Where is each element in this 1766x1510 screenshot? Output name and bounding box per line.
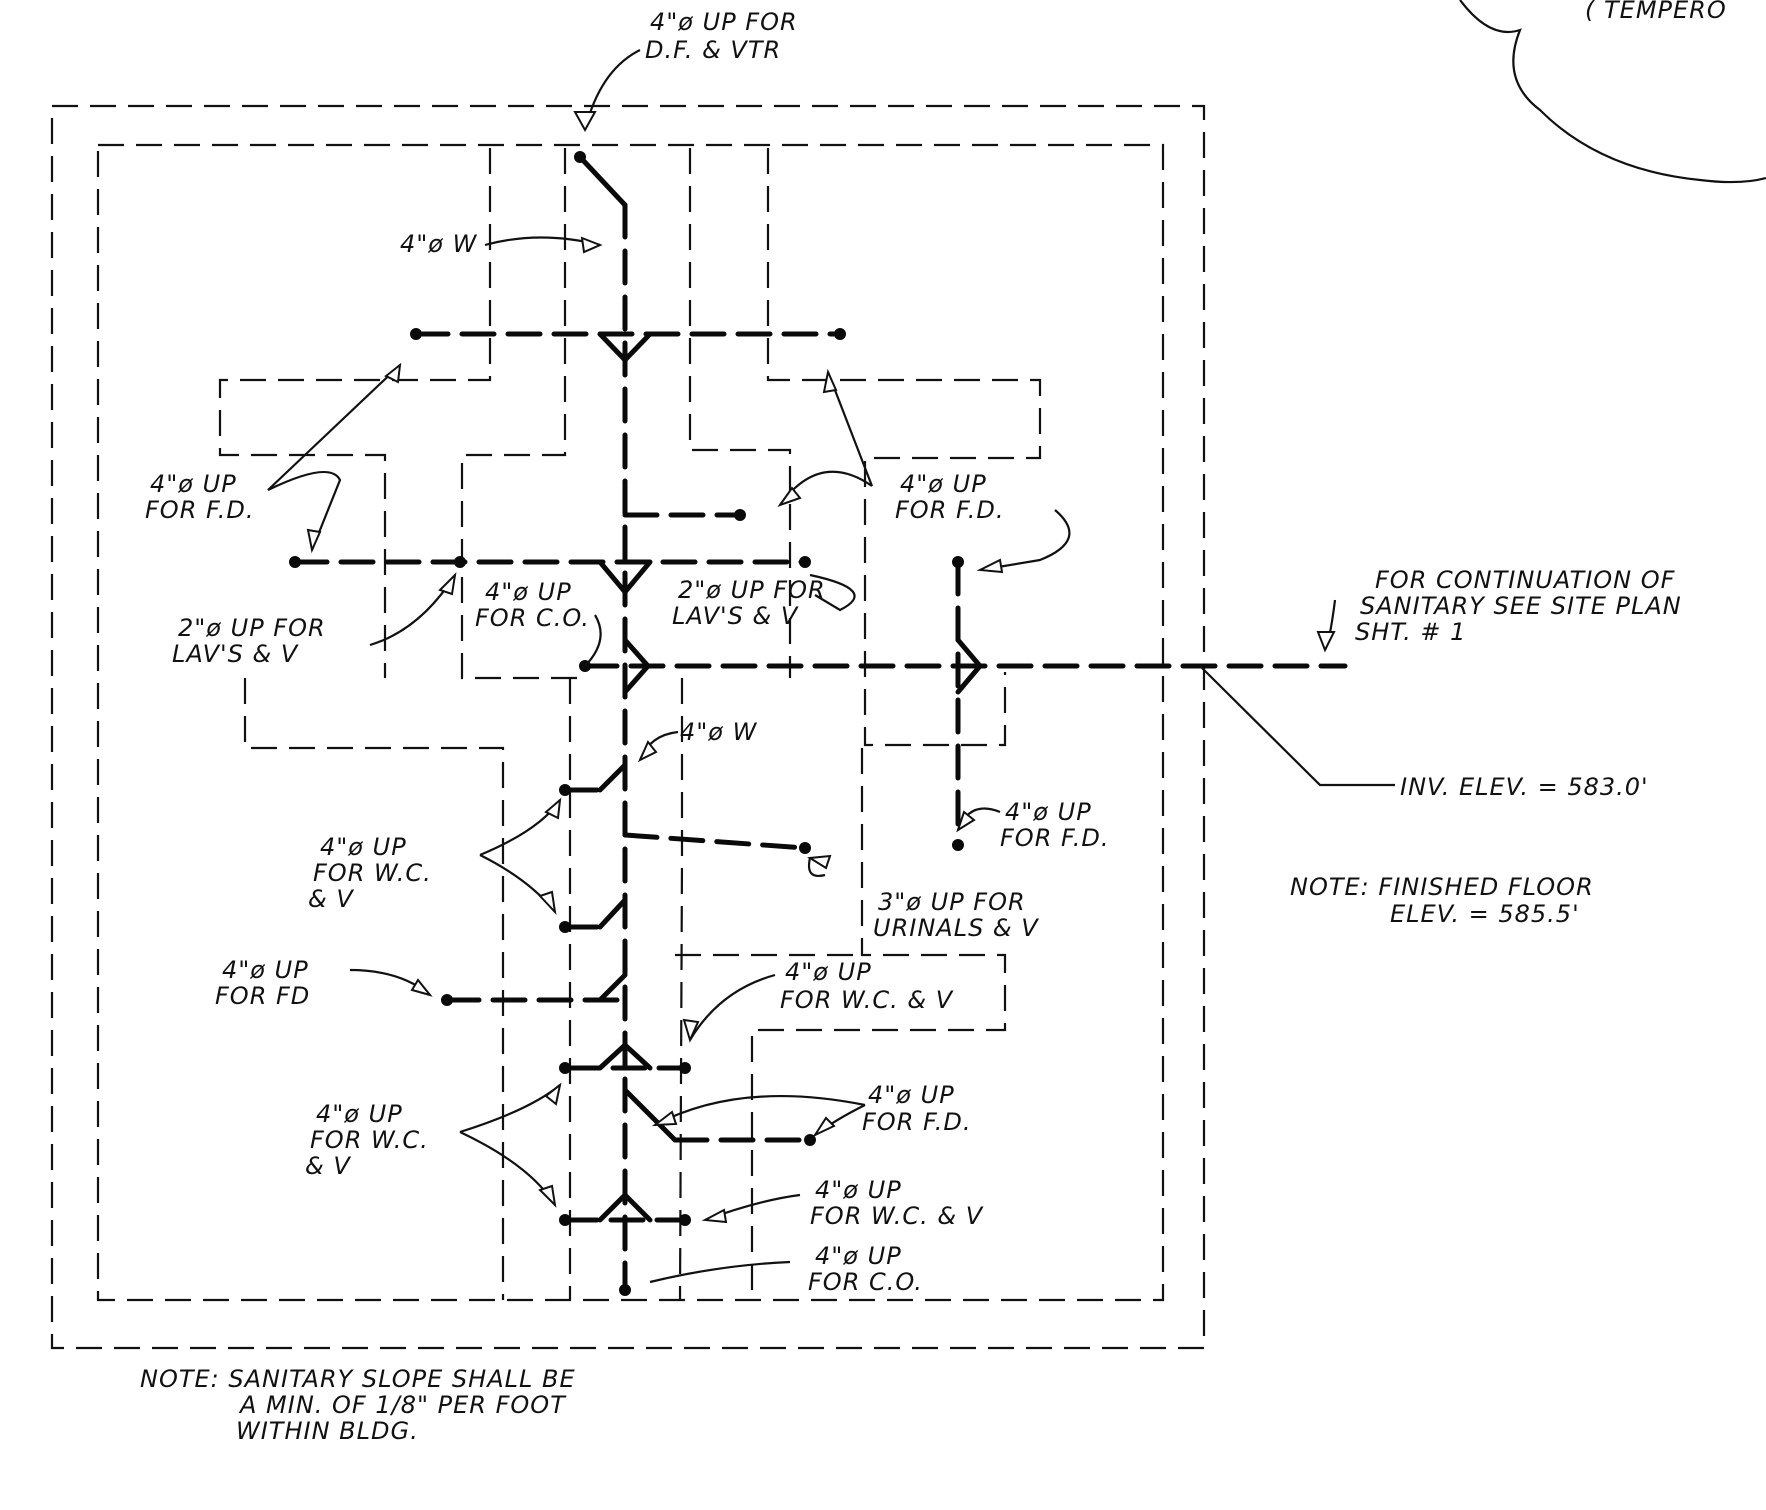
- label-note-ff-2: ELEV. = 585.5': [1390, 900, 1580, 928]
- label-top-riser-1: 4"ø UP FOR: [650, 8, 798, 36]
- label-fd-east-1: 4"ø UP: [1005, 798, 1092, 826]
- label-lav-right-2: LAV'S & V: [672, 602, 799, 630]
- label-fd-left-1: 4"ø UP: [150, 470, 237, 498]
- label-continuation-2: SANITARY SEE SITE PLAN: [1360, 592, 1682, 620]
- label-fd-left-2: FOR F.D.: [145, 496, 254, 524]
- label-lav-right-1: 2"ø UP FOR: [678, 576, 826, 604]
- label-wc-left2-1: 4"ø UP: [316, 1100, 403, 1128]
- label-wc-right1-2: FOR W.C. & V: [780, 986, 954, 1014]
- sanitary-piping: [292, 154, 1348, 1293]
- label-continuation-3: SHT. # 1: [1355, 618, 1466, 646]
- label-fd-right-2: FOR F.D.: [895, 496, 1004, 524]
- label-tempered-corner: ( TEMPERO: [1585, 0, 1727, 24]
- label-wc-right2-1: 4"ø UP: [815, 1176, 902, 1204]
- label-lav-left-1: 2"ø UP FOR: [178, 614, 326, 642]
- label-wc-left2-2: FOR W.C.: [310, 1126, 429, 1154]
- label-top-riser-2: D.F. & VTR: [645, 36, 781, 64]
- label-fd-low-1: 4"ø UP: [868, 1081, 955, 1109]
- label-w-mid: 4"ø W: [680, 718, 758, 746]
- label-wc-left1-1: 4"ø UP: [320, 833, 407, 861]
- label-continuation-1: FOR CONTINUATION OF: [1375, 566, 1676, 594]
- label-co-bottom-2: FOR C.O.: [808, 1268, 923, 1296]
- leader-arrowheads: [306, 111, 1336, 1224]
- label-fd-west-1: 4"ø UP: [222, 956, 309, 984]
- label-note-slope-3: WITHIN BLDG.: [236, 1417, 419, 1445]
- label-w-top: 4"ø W: [400, 230, 478, 258]
- label-inv-elev: INV. ELEV. = 583.0': [1400, 773, 1649, 801]
- label-wc-left1-3: & V: [308, 885, 354, 913]
- label-lav-left-2: LAV'S & V: [172, 640, 299, 668]
- label-co-mid-1: 4"ø UP: [485, 578, 572, 606]
- corner-bubble-outline: [1459, 0, 1766, 184]
- building-walls: [50, 104, 1206, 1350]
- label-note-ff-1: NOTE: FINISHED FLOOR: [1290, 873, 1594, 901]
- label-note-slope-1: NOTE: SANITARY SLOPE SHALL BE: [140, 1365, 576, 1393]
- label-wc-right1-1: 4"ø UP: [785, 958, 872, 986]
- fd-node-nw: [410, 328, 422, 340]
- label-urinals-2: URINALS & V: [873, 914, 1039, 942]
- label-wc-left2-3: & V: [305, 1152, 351, 1180]
- label-note-slope-2: A MIN. OF 1/8" PER FOOT: [238, 1391, 567, 1419]
- label-fd-right-1: 4"ø UP: [900, 470, 987, 498]
- label-fd-low-2: FOR F.D.: [862, 1108, 971, 1136]
- label-fd-east-2: FOR F.D.: [1000, 824, 1109, 852]
- label-fd-west-2: FOR FD: [215, 982, 310, 1010]
- label-wc-left1-2: FOR W.C.: [313, 859, 432, 887]
- label-co-bottom-1: 4"ø UP: [815, 1242, 902, 1270]
- label-co-mid-2: FOR C.O.: [475, 604, 590, 632]
- label-urinals-1: 3"ø UP FOR: [878, 888, 1026, 916]
- label-wc-right2-2: FOR W.C. & V: [810, 1202, 984, 1230]
- riser-df-vtr-node: [574, 151, 586, 163]
- fd-node-ne: [834, 328, 846, 340]
- annotation-labels: 4"ø UP FOR D.F. & VTR ( TEMPERO 4"ø W 4"…: [140, 0, 1727, 1445]
